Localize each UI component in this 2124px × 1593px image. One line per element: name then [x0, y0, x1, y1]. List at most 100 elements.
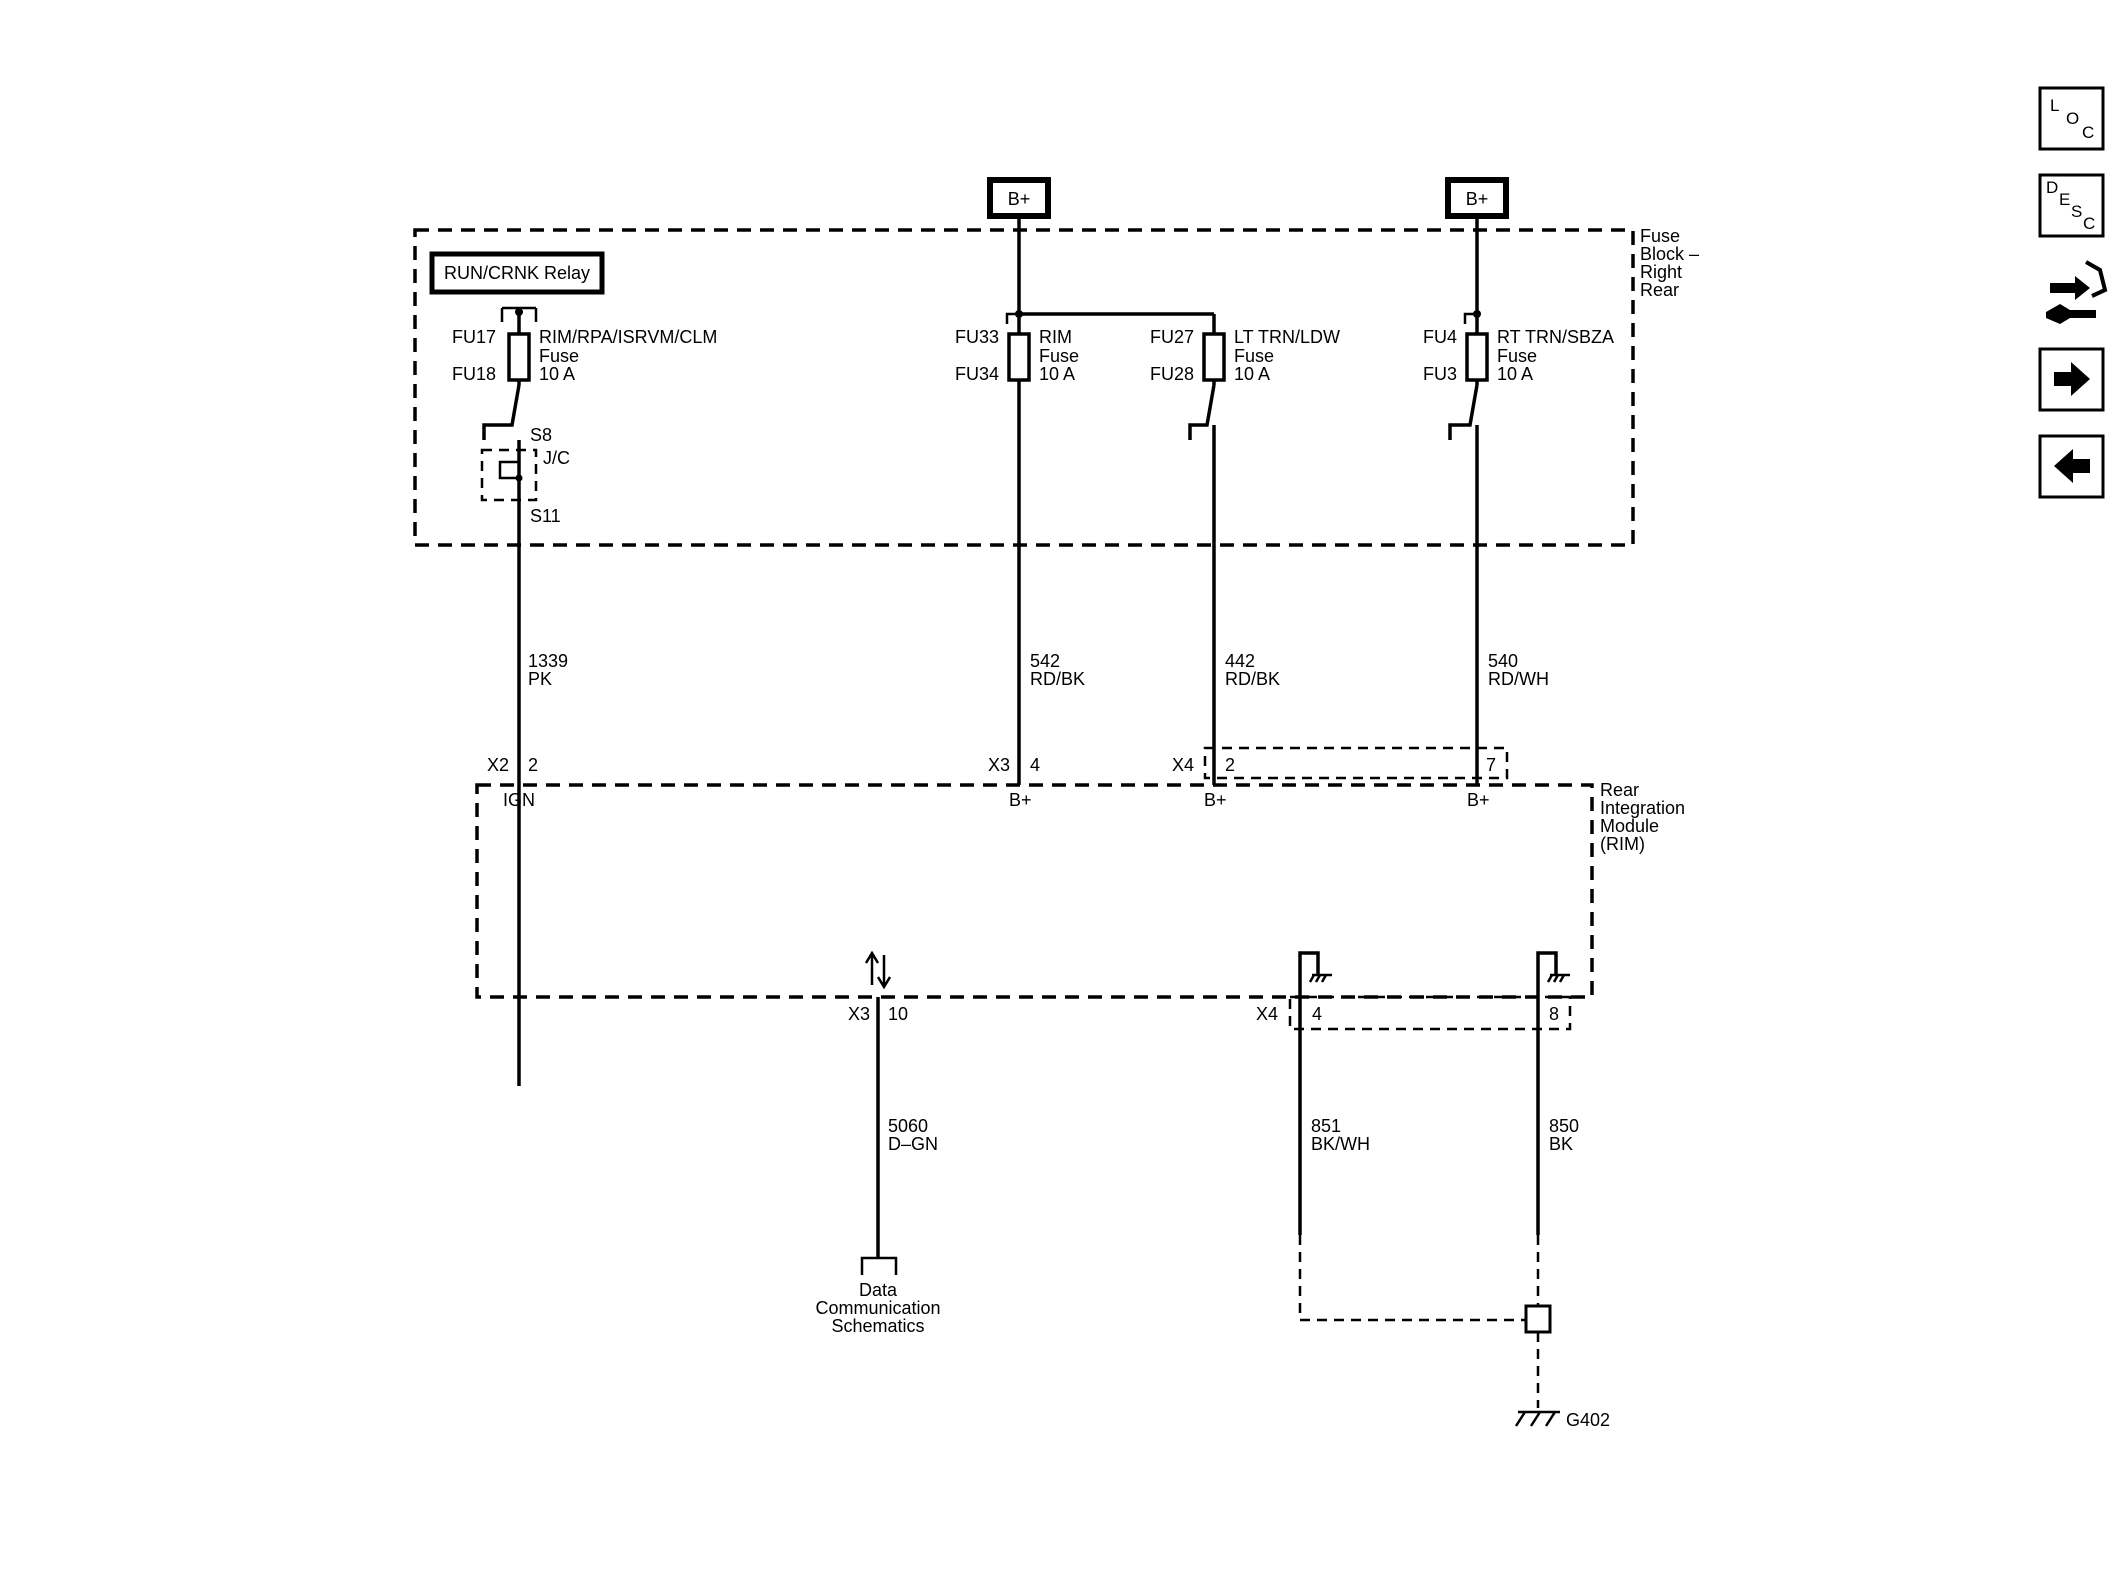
- fuse-block-outline: [413, 228, 1635, 547]
- svg-text:C: C: [2082, 123, 2094, 142]
- data-comm-line3: Schematics: [831, 1316, 924, 1336]
- run-crnk-relay: RUN/CRNK Relay: [429, 251, 605, 295]
- svg-text:Module: Module: [1600, 816, 1659, 836]
- arrow-left-icon: [2054, 449, 2090, 483]
- svg-text:BK/WH: BK/WH: [1311, 1134, 1370, 1154]
- svg-text:B+: B+: [1009, 790, 1032, 810]
- svg-text:PK: PK: [528, 669, 552, 689]
- fuse2-rating: 10 A: [1039, 364, 1075, 384]
- desc-button[interactable]: D E S C: [2038, 173, 2105, 238]
- supply-right: B+: [1445, 177, 1509, 219]
- x4-top-connector-outline: [1203, 746, 1509, 780]
- fuse4-rating: 10 A: [1497, 364, 1533, 384]
- svg-text:IGN: IGN: [503, 790, 535, 810]
- connector-top-4: 7 B+: [1467, 755, 1496, 810]
- svg-text:8: 8: [1549, 1004, 1559, 1024]
- splice-bottom: S11: [530, 506, 561, 526]
- supply-right-label: B+: [1466, 189, 1489, 209]
- supply-left: B+: [987, 177, 1051, 219]
- next-page-button[interactable]: [2038, 347, 2105, 412]
- svg-text:D: D: [2046, 178, 2058, 197]
- svg-text:RD/BK: RD/BK: [1030, 669, 1085, 689]
- svg-text:BK: BK: [1549, 1134, 1573, 1154]
- fuse-column-3: FU27 FU28 LT TRN/LDW Fuse 10 A: [1150, 314, 1340, 785]
- fuse4-type: Fuse: [1497, 346, 1537, 366]
- fuse2-top-id: FU33: [955, 327, 999, 347]
- svg-text:C: C: [2083, 214, 2095, 233]
- data-line-5060: X3 10 5060 D–GN Data Communication Schem…: [815, 950, 941, 1336]
- rim-module-outline: [475, 783, 1594, 999]
- supply-left-label: B+: [1008, 189, 1031, 209]
- fuse-column-4: FU4 FU3 RT TRN/SBZA Fuse 10 A: [1423, 216, 1614, 785]
- x4-bottom-connector-outline: [1288, 995, 1572, 1031]
- fuse3-name: LT TRN/LDW: [1234, 327, 1340, 347]
- svg-text:Block –: Block –: [1640, 244, 1699, 264]
- fuse1-name: RIM/RPA/ISRVM/CLM: [539, 327, 717, 347]
- circuit-5060-number: 5060: [888, 1116, 928, 1136]
- svg-text:X4: X4: [1172, 755, 1194, 775]
- internal-ground-icon: [1308, 973, 1332, 983]
- svg-text:Right: Right: [1640, 262, 1682, 282]
- fuse3-bottom-id: FU28: [1150, 364, 1194, 384]
- fuse3-type: Fuse: [1234, 346, 1274, 366]
- fuse1-type: Fuse: [539, 346, 579, 366]
- circuit-442: 442 RD/BK: [1225, 651, 1280, 689]
- rim-module-label: Rear Integration Module (RIM): [1600, 780, 1685, 854]
- fuse1-bottom-id: FU18: [452, 364, 496, 384]
- connector-bottom-1-pin: 10: [888, 1004, 908, 1024]
- chassis-ground-icon: [1514, 1410, 1560, 1427]
- bidirectional-arrow-icon: [864, 950, 892, 990]
- svg-text:Fuse: Fuse: [1640, 226, 1680, 246]
- svg-text:B+: B+: [1204, 790, 1227, 810]
- fuse-block-label: Fuse Block – Right Rear: [1640, 226, 1699, 300]
- svg-text:B+: B+: [1467, 790, 1490, 810]
- fuse-column-1: FU17 FU18 RIM/RPA/ISRVM/CLM Fuse 10 A S8…: [452, 306, 717, 1086]
- loc-button[interactable]: L O C: [2038, 86, 2105, 151]
- connector-bottom-1-conn: X3: [848, 1004, 870, 1024]
- ground-line-851: X4 4 851 BK/WH: [1256, 951, 1526, 1322]
- data-comm-line1: Data: [859, 1280, 898, 1300]
- internal-ground-icon: [1546, 973, 1570, 983]
- svg-text:442: 442: [1225, 651, 1255, 671]
- svg-text:7: 7: [1486, 755, 1496, 775]
- ground-splice-box: [1524, 1304, 1552, 1334]
- svg-text:Integration: Integration: [1600, 798, 1685, 818]
- data-comm-line2: Communication: [815, 1298, 940, 1318]
- fuse-column-2: FU33 FU34 RIM Fuse 10 A: [955, 216, 1214, 785]
- svg-text:RD/WH: RD/WH: [1488, 669, 1549, 689]
- fuse2-type: Fuse: [1039, 346, 1079, 366]
- fuse4-name: RT TRN/SBZA: [1497, 327, 1614, 347]
- circuit-540: 540 RD/WH: [1488, 651, 1549, 689]
- circuit-542: 542 RD/BK: [1030, 651, 1085, 689]
- svg-text:1339: 1339: [528, 651, 568, 671]
- svg-text:X3: X3: [988, 755, 1010, 775]
- fuse4-top-id: FU4: [1423, 327, 1457, 347]
- fuse4-bottom-id: FU3: [1423, 364, 1457, 384]
- svg-text:4: 4: [1312, 1004, 1322, 1024]
- connector-icon[interactable]: [2038, 258, 2108, 330]
- svg-text:G402: G402: [1566, 1410, 1610, 1430]
- svg-text:540: 540: [1488, 651, 1518, 671]
- svg-text:851: 851: [1311, 1116, 1341, 1136]
- svg-text:(RIM): (RIM): [1600, 834, 1645, 854]
- circuit-1339: 1339 PK: [528, 651, 568, 689]
- connector-top-3: X4 2 B+: [1172, 755, 1235, 810]
- svg-text:Rear: Rear: [1600, 780, 1639, 800]
- svg-text:L: L: [2050, 96, 2059, 115]
- previous-page-button[interactable]: [2038, 434, 2105, 499]
- svg-text:542: 542: [1030, 651, 1060, 671]
- fuse2-bottom-id: FU34: [955, 364, 999, 384]
- svg-text:S: S: [2071, 202, 2082, 221]
- svg-text:4: 4: [1030, 755, 1040, 775]
- fuse2-name: RIM: [1039, 327, 1072, 347]
- svg-text:X4: X4: [1256, 1004, 1278, 1024]
- fuse1-top-id: FU17: [452, 327, 496, 347]
- svg-text:850: 850: [1549, 1116, 1579, 1136]
- connector-top-2: X3 4 B+: [988, 755, 1040, 810]
- splice-top: S8: [530, 425, 552, 445]
- circuit-5060-color: D–GN: [888, 1134, 938, 1154]
- svg-text:RD/BK: RD/BK: [1225, 669, 1280, 689]
- fuse3-rating: 10 A: [1234, 364, 1270, 384]
- svg-text:X2: X2: [487, 755, 509, 775]
